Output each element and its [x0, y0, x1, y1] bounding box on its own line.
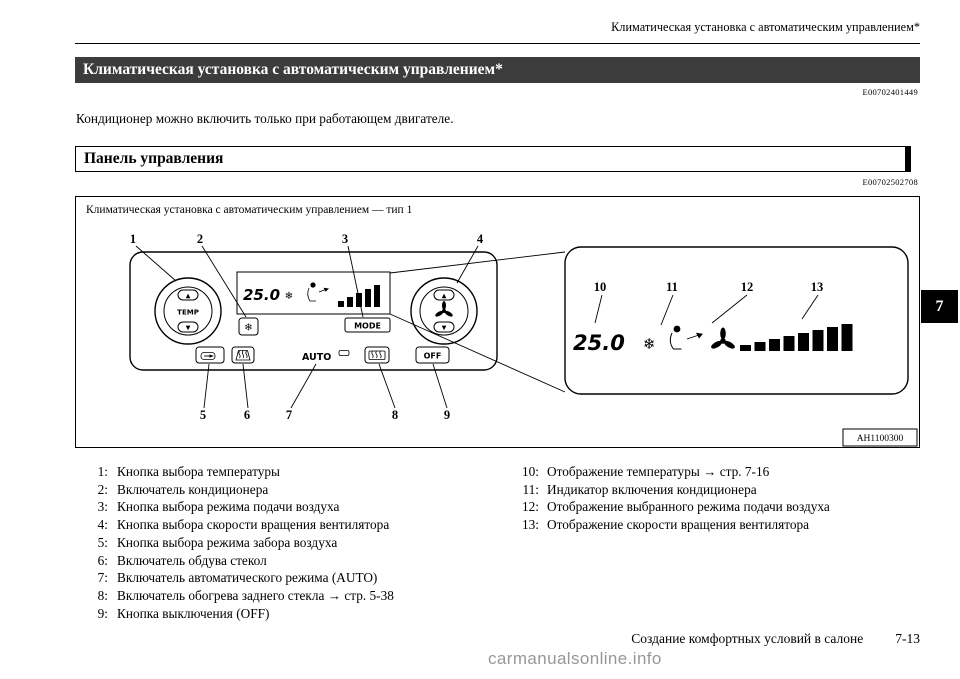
- temp-label: TEMP: [177, 309, 199, 317]
- chapter-title-bar: Климатическая установка с автоматическим…: [75, 57, 920, 83]
- zoom-fan-speed-bars: [740, 324, 853, 351]
- display-zoom: 10 11 12 13 25.0 ❄: [564, 246, 909, 395]
- subsection-code: E00702502708: [862, 177, 918, 187]
- callout-13: 13: [811, 280, 824, 294]
- zoom-wedge-lines: [389, 251, 566, 393]
- figure-frame: Климатическая установка с автоматическим…: [75, 196, 920, 448]
- title-code: E00702401449: [862, 87, 918, 97]
- mode-button-drawing: [344, 317, 391, 333]
- header-rule: [75, 43, 920, 44]
- ac-button-drawing: [238, 317, 259, 336]
- legend-item-3: 3:Кнопка выбора режима подачи воздуха: [97, 499, 340, 515]
- intro-paragraph: Кондиционер можно включить только при ра…: [76, 111, 454, 126]
- temperature-knob: ▲ ▼ TEMP: [154, 277, 222, 345]
- legend-item-2: 2:Включатель кондиционера: [97, 481, 269, 497]
- fan-icon: [435, 301, 453, 317]
- footer-title: Создание комфортных условий в салоне: [631, 631, 864, 646]
- svg-text:AH1100300: AH1100300: [857, 434, 904, 444]
- windshield-defrost-icon: [235, 350, 251, 361]
- callout-8: 8: [392, 408, 398, 422]
- panel-temp-value: 25.0: [243, 286, 280, 304]
- mode-label: MODE: [354, 322, 381, 331]
- panel-callouts: 1 2 3 4 5 6 7 8 9: [130, 232, 484, 422]
- zoom-fan-icon: [711, 327, 735, 349]
- figure-caption: Климатическая установка с автоматическим…: [86, 204, 413, 216]
- watermark: carmanualsonline.info: [488, 649, 662, 668]
- callout-6: 6: [244, 408, 250, 422]
- callout-10: 10: [594, 280, 607, 294]
- callout-1: 1: [130, 232, 136, 246]
- off-button-drawing: OFF: [415, 346, 450, 364]
- legend-item-12: 12:Отображение выбранного режима подачи …: [522, 499, 830, 515]
- auto-label: AUTO: [302, 352, 331, 363]
- rear-defrost-button-drawing: [364, 346, 390, 364]
- recirculation-icon: [209, 354, 214, 358]
- callout-11: 11: [666, 280, 678, 294]
- ac-snowflake-icon: ❄: [244, 323, 252, 334]
- zoom-temp-value: 25.0: [573, 331, 625, 355]
- auto-indicator: [338, 350, 350, 356]
- legend-item-1: 1:Кнопка выбора температуры: [97, 464, 280, 479]
- callout-3: 3: [342, 232, 348, 246]
- legend-item-6: 6:Включатель обдува стекол: [97, 552, 267, 568]
- legend-item-4: 4:Кнопка выбора скорости вращения вентил…: [97, 517, 390, 533]
- temp-down-icon: ▼: [186, 325, 191, 332]
- figure-code: AH1100300: [842, 428, 918, 447]
- callout-4: 4: [477, 232, 484, 246]
- subsection-header: Панель управления: [75, 146, 911, 172]
- legend-right-column: 10:Отображение температуры → стр. 7-16 1…: [515, 463, 830, 534]
- callout-9: 9: [444, 408, 450, 422]
- panel-display: 25.0 ❄: [236, 271, 391, 315]
- legend-item-8: 8:Включатель обогрева заднего стекла → с…: [97, 587, 394, 603]
- callout-7: 7: [286, 408, 292, 422]
- callout-12: 12: [741, 280, 754, 294]
- chapter-tab: 7: [921, 290, 958, 323]
- fan-knob: ▲ ▼: [410, 277, 478, 345]
- control-panel-drawing: ▲ ▼ TEMP ▲ ▼: [129, 251, 498, 371]
- legend-item-11: 11:Индикатор включения кондиционера: [522, 481, 757, 497]
- callout-2: 2: [197, 232, 203, 246]
- windshield-defrost-button-drawing: [231, 346, 255, 364]
- fan-down-icon: ▼: [442, 325, 447, 332]
- legend-item-10: 10:Отображение температуры → стр. 7-16: [522, 464, 770, 479]
- running-header: Климатическая установка с автоматическим…: [611, 20, 920, 34]
- recirculation-button-drawing: [195, 346, 225, 364]
- legend-item-7: 7:Включатель автоматического режима (AUT…: [97, 570, 378, 586]
- page-footer: Создание комфортных условий в салоне 7-13: [75, 631, 920, 647]
- temp-up-icon: ▲: [186, 293, 191, 300]
- climate-control-figure: Климатическая установка с автоматическим…: [86, 204, 918, 447]
- rear-defrost-icon: [368, 350, 386, 360]
- airflow-mode-icon: [307, 282, 329, 302]
- zoom-snowflake-icon: ❄: [643, 335, 656, 353]
- snowflake-icon: ❄: [285, 291, 293, 302]
- callout-5: 5: [200, 408, 206, 422]
- fan-up-icon: ▲: [442, 293, 447, 300]
- page-number: 7-13: [895, 631, 920, 646]
- legend-left-column: 1:Кнопка выбора температуры 2:Включатель…: [93, 463, 394, 622]
- legend-item-13: 13:Отображение скорости вращения вентиля…: [522, 517, 810, 533]
- legend-item-5: 5:Кнопка выбора режима забора воздуха: [97, 534, 338, 550]
- off-label: OFF: [424, 352, 442, 361]
- zoom-airflow-mode-icon: [669, 325, 703, 350]
- legend-item-9: 9:Кнопка выключения (OFF): [97, 605, 270, 621]
